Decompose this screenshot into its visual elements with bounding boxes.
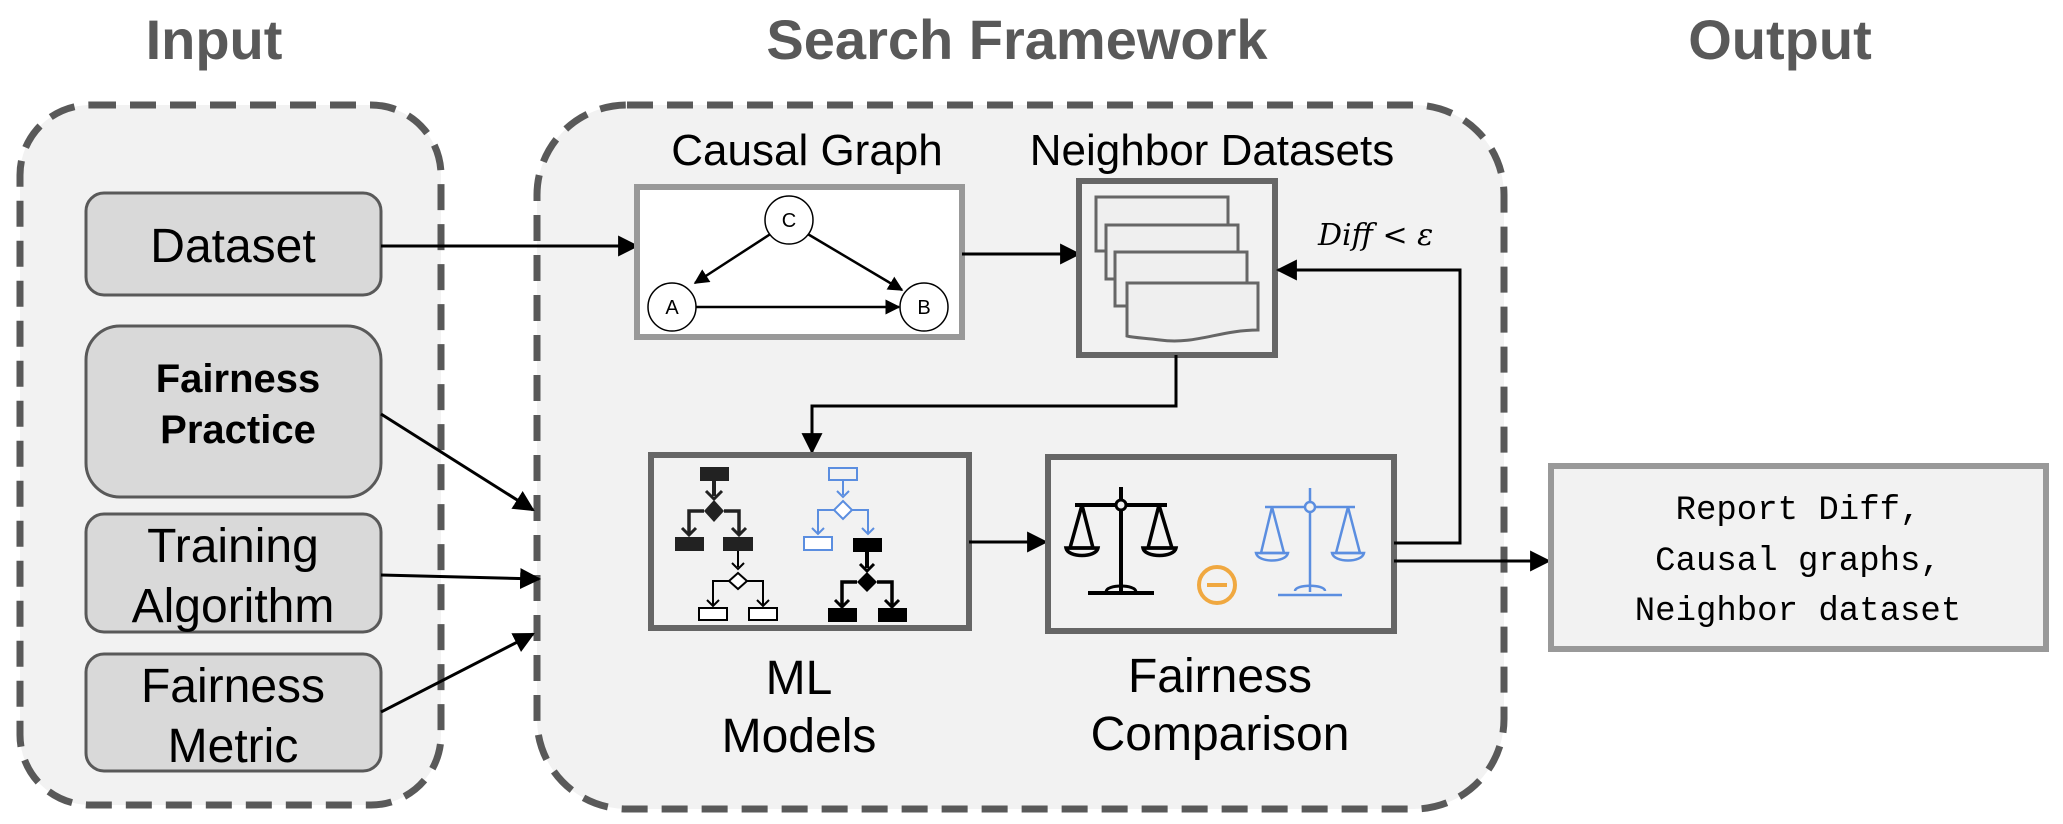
- input-fairness-metric-line2: Metric: [168, 720, 299, 773]
- input-fairness-metric-line1: Fairness: [141, 660, 325, 713]
- input-training-algorithm[interactable]: Training Algorithm: [84, 512, 383, 634]
- fairness-comparison-label-line2: Comparison: [1091, 708, 1350, 761]
- decision-tree-icon-black: [675, 467, 778, 621]
- ml-models-label-line2: Models: [722, 710, 877, 763]
- loop-condition-label: Diff < ε: [1317, 218, 1433, 253]
- decision-tree-icon-blue: [803, 467, 907, 622]
- minus-circle-icon: [1197, 565, 1237, 605]
- causal-graph-label: Causal Graph: [671, 126, 942, 175]
- svg-text:B: B: [917, 297, 930, 319]
- arrow-fairness-practice: [380, 412, 535, 512]
- input-dataset-label: Dataset: [150, 220, 315, 273]
- stacked-datasets-icon: [1094, 195, 1260, 343]
- input-dataset[interactable]: Dataset: [84, 191, 383, 297]
- search-framework-title: Search Framework: [766, 8, 1268, 71]
- output-line2: Causal graphs,: [1655, 543, 1941, 581]
- ml-models-box[interactable]: [648, 452, 972, 631]
- output-line3: Neighbor dataset: [1635, 593, 1961, 631]
- input-training-algorithm-line2: Algorithm: [132, 580, 335, 633]
- fairness-comparison-label-line1: Fairness: [1128, 650, 1312, 703]
- node-b: B: [899, 282, 949, 332]
- causal-graph-box[interactable]: C A B: [634, 184, 965, 340]
- output-line1: Report Diff,: [1676, 492, 1921, 530]
- arrow-training-algorithm: [380, 568, 542, 590]
- ml-models-label-line1: ML: [766, 652, 833, 705]
- arrow-feedback-loop: [1275, 259, 1462, 545]
- neighbor-datasets-box[interactable]: [1076, 178, 1278, 358]
- neighbor-datasets-label: Neighbor Datasets: [1030, 126, 1394, 175]
- input-fairness-metric[interactable]: Fairness Metric: [84, 652, 383, 773]
- balance-scale-icon-black: [1063, 487, 1179, 595]
- output-box[interactable]: Report Diff, Causal graphs, Neighbor dat…: [1548, 463, 2049, 652]
- input-section-title: Input: [146, 8, 283, 71]
- edge-c-a: [693, 231, 773, 285]
- arrow-neighbor-to-ml: [801, 355, 1178, 455]
- arrow-fairness-metric: [380, 632, 535, 714]
- svg-text:A: A: [665, 297, 679, 319]
- fairness-comparison-box[interactable]: [1045, 454, 1397, 634]
- input-fairness-practice-line2: Practice: [160, 408, 316, 452]
- node-c: C: [764, 195, 814, 245]
- input-fairness-practice-line1: Fairness: [156, 357, 321, 401]
- output-section-title: Output: [1688, 8, 1871, 71]
- svg-text:C: C: [782, 210, 796, 232]
- node-a: A: [647, 282, 697, 332]
- balance-scale-icon-blue: [1254, 488, 1366, 597]
- input-fairness-practice[interactable]: Fairness Practice: [84, 324, 383, 499]
- edge-c-b: [805, 231, 904, 292]
- input-training-algorithm-line1: Training: [147, 520, 319, 573]
